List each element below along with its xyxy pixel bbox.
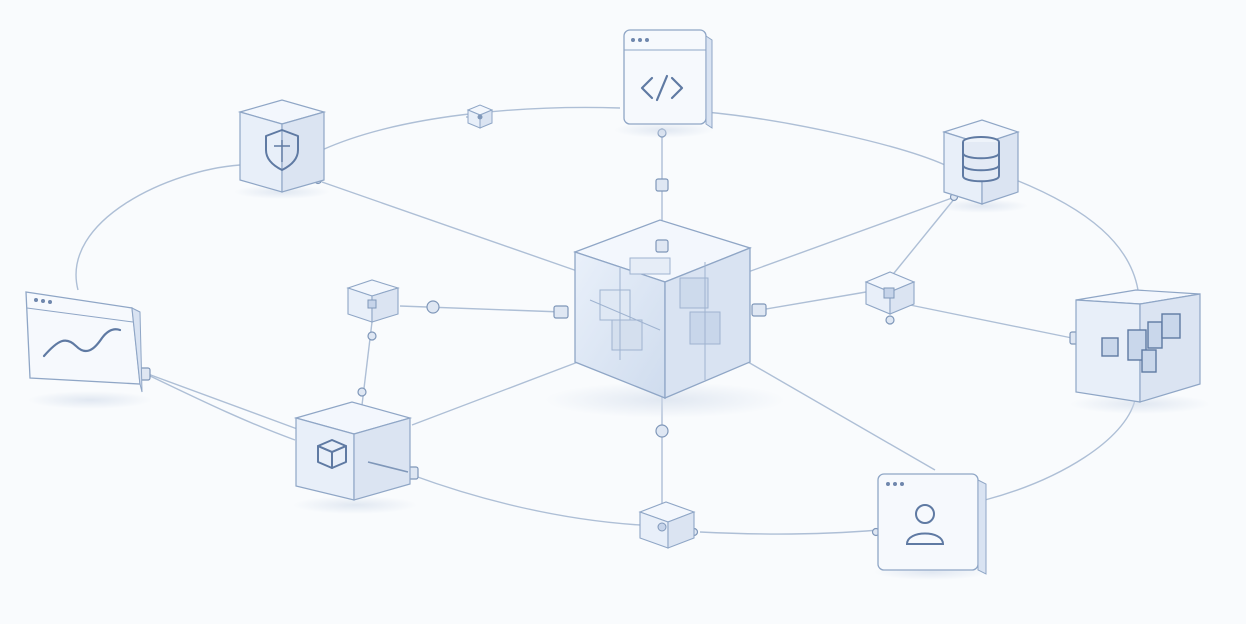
code-brackets-icon: [640, 74, 684, 102]
bar-blocks-icon: [1101, 313, 1181, 373]
node-icon: [883, 287, 895, 299]
orbit-ring: [75, 106, 1139, 535]
services-cube[interactable]: [293, 401, 417, 514]
link-hub-database: [747, 197, 953, 273]
relay-bottom-cube[interactable]: [638, 501, 696, 549]
relay-top-cube[interactable]: [466, 104, 494, 129]
link-hub-user: [747, 361, 936, 471]
package-box-icon: [317, 439, 347, 469]
hub-cube[interactable]: [545, 219, 785, 418]
link-hub-relay-left: [399, 305, 563, 313]
relay-right-cube[interactable]: [864, 271, 916, 315]
link-hub-services: [411, 361, 579, 426]
user-icon: [905, 504, 945, 545]
code-window[interactable]: [614, 29, 714, 138]
user-panel[interactable]: [874, 473, 990, 580]
security-cube[interactable]: [234, 99, 330, 199]
database-icon: [962, 136, 1000, 183]
node-icon: [477, 114, 483, 120]
line-chart-icon: [42, 328, 122, 358]
relay-left-cube[interactable]: [346, 279, 400, 323]
analytics-window[interactable]: [25, 291, 152, 409]
link-relay-right-database: [889, 197, 956, 279]
shield-icon: [265, 129, 299, 171]
link-hub-relay-right: [759, 291, 867, 311]
node-icon: [657, 522, 667, 532]
storage-cube[interactable]: [1070, 289, 1210, 414]
link-hub-security: [321, 181, 581, 273]
link-relay-right-storage: [909, 304, 1073, 339]
database-cube[interactable]: [936, 119, 1028, 213]
modular-core-icon: [589, 257, 721, 380]
link-analytics-services: [147, 373, 301, 431]
node-icon: [367, 299, 377, 309]
